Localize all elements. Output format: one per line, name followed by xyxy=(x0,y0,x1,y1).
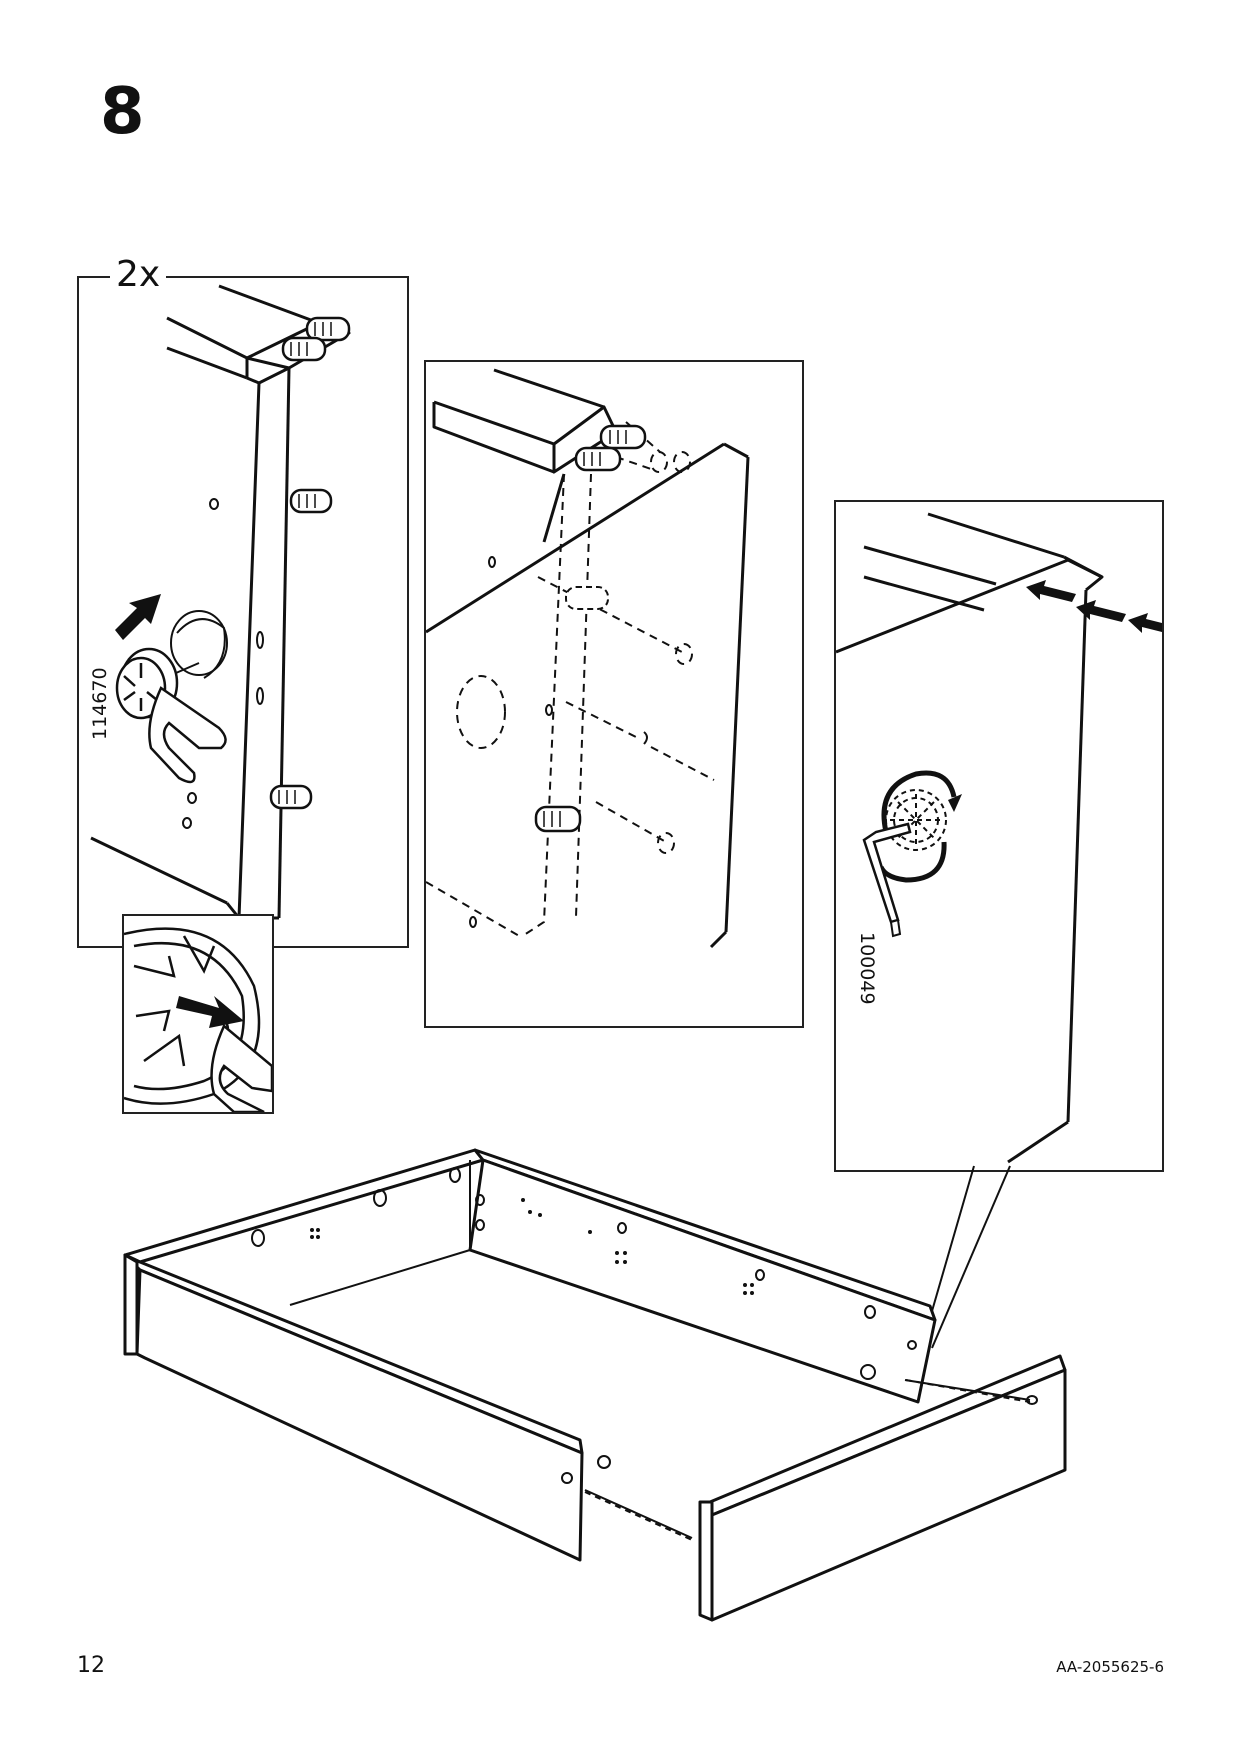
part-number-100049: 100049 xyxy=(856,932,878,1005)
panel-dowel-insert: 114670 xyxy=(77,276,409,948)
finger-press-icon xyxy=(148,686,227,784)
push-arrow-icon xyxy=(1128,613,1162,633)
push-arrow-icon xyxy=(1026,580,1076,602)
push-arrow-icon xyxy=(1076,600,1126,622)
push-arrow-icon xyxy=(115,594,161,640)
cam-lock-fitting-icon xyxy=(885,789,947,851)
finger-press-icon xyxy=(210,1023,272,1112)
detail-cam-press xyxy=(122,914,274,1114)
dowel-group xyxy=(269,316,351,810)
part-number-114670: 114670 xyxy=(89,667,111,740)
dowel-group xyxy=(534,424,647,833)
document-id: AA-2055625-6 xyxy=(1056,1658,1164,1676)
page-number: 12 xyxy=(77,1653,105,1678)
step-number: 8 xyxy=(100,75,145,149)
quantity-label: 2x xyxy=(110,254,167,295)
push-arrow-group xyxy=(1026,580,1162,633)
panel-join-parts xyxy=(424,360,804,1028)
push-arrow-icon xyxy=(176,996,244,1028)
rotate-clockwise-icon xyxy=(881,770,957,833)
panel-tighten-cam: 100049 xyxy=(834,500,1164,1172)
